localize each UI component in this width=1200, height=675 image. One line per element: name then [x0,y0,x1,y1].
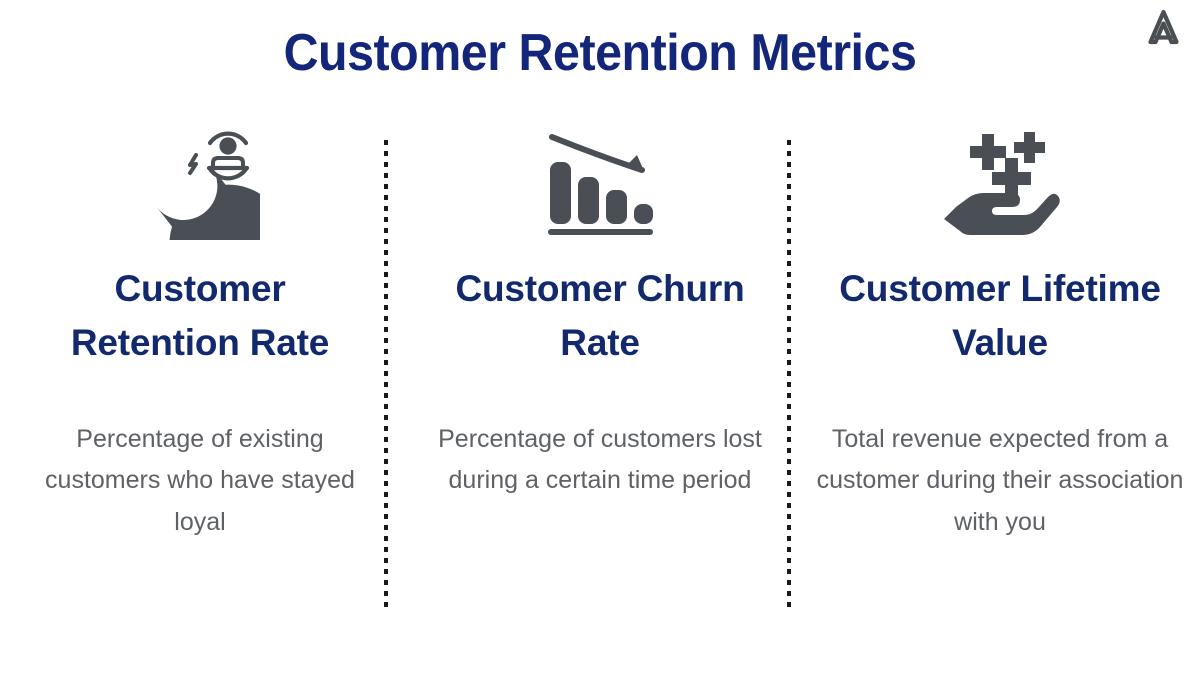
column-divider-1 [384,140,388,608]
metric-description: Percentage of customers lost during a ce… [438,424,762,495]
metric-column-churn-rate: Customer Churn Rate Percentage of custom… [400,125,800,615]
declining-bar-chart-icon [540,125,660,240]
column-divider-2 [787,140,791,608]
metric-column-retention-rate: Customer Retention Rate Percentage of ex… [0,125,400,615]
hand-with-plus-signs-icon [940,125,1060,240]
metric-description: Percentage of existing customers who hav… [45,424,355,536]
metric-column-lifetime-value: Customer Lifetime Value Total revenue ex… [800,125,1200,615]
magnet-customer-icon [140,125,260,240]
metrics-columns: Customer Retention Rate Percentage of ex… [0,125,1200,615]
metric-description: Total revenue expected from a customer d… [816,424,1184,536]
mountain-m-logo-icon [1142,8,1186,48]
metric-heading: Customer Lifetime Value [839,268,1161,364]
metric-heading: Customer Churn Rate [455,268,745,364]
page-title: Customer Retention Metrics [283,24,917,82]
metric-heading: Customer Retention Rate [70,268,330,364]
